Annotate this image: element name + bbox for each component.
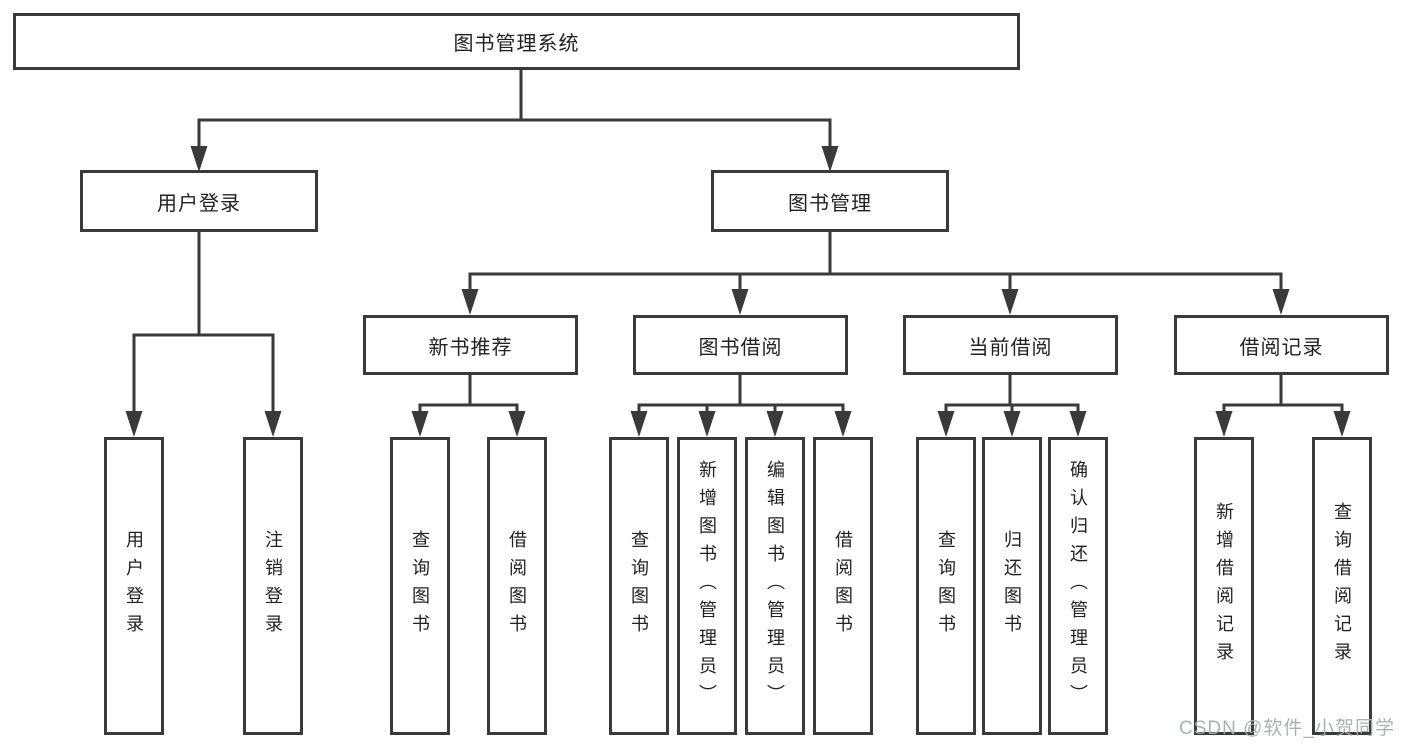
node-label: 图书借阅 [698,336,783,359]
node-label: 新书推荐 [428,336,513,359]
leaf-borrow-query-books: 查询图书 [609,437,669,735]
node-current-borrowing: 当前借阅 [903,315,1118,375]
node-label: 图书管理系统 [453,33,580,55]
leaf-label: 注销登录 [263,530,283,642]
leaf-borrow-edit-books-admin: 编辑图书（管理员） [745,437,805,735]
leaf-user-login: 用户登录 [104,437,164,735]
leaf-label: 确认归还（管理员） [1068,460,1088,712]
leaf-label: 新增图书（管理员） [697,460,717,712]
leaf-label: 查询图书 [410,530,430,642]
leaf-label: 新增借阅记录 [1214,502,1234,670]
node-book-borrowing: 图书借阅 [633,315,848,375]
watermark: CSDN @软件_小贺同学 [1179,718,1395,739]
node-label: 当前借阅 [968,336,1053,359]
node-label: 用户登录 [157,192,241,215]
leaf-recommend-borrow-books: 借阅图书 [487,437,547,735]
leaf-records-query-borrow-record: 查询借阅记录 [1312,437,1372,735]
leaf-borrow-add-books-admin: 新增图书（管理员） [677,437,737,735]
node-book-management: 图书管理 [711,170,949,232]
leaf-current-confirm-return-admin: 确认归还（管理员） [1048,437,1108,735]
leaf-label: 归还图书 [1002,530,1022,642]
leaf-borrow-borrow-books: 借阅图书 [813,437,873,735]
leaf-recommend-query-books: 查询图书 [390,437,450,735]
leaf-label: 编辑图书（管理员） [765,460,785,712]
leaf-label: 用户登录 [124,530,144,642]
leaf-logout: 注销登录 [243,437,303,735]
node-borrowing-records: 借阅记录 [1174,315,1389,375]
node-label: 借阅记录 [1239,336,1324,359]
leaf-label: 查询借阅记录 [1332,502,1352,670]
node-library-management-system: 图书管理系统 [13,13,1020,70]
leaf-current-query-books: 查询图书 [916,437,976,735]
leaf-label: 查询图书 [629,530,649,642]
leaf-records-add-borrow-record: 新增借阅记录 [1194,437,1254,735]
leaf-label: 查询图书 [936,530,956,642]
node-user-login: 用户登录 [80,170,318,232]
leaf-current-return-books: 归还图书 [982,437,1042,735]
leaf-label: 借阅图书 [833,530,853,642]
arrowheads [125,146,1351,437]
node-new-book-recommendation: 新书推荐 [363,315,578,375]
leaf-label: 借阅图书 [507,530,527,642]
node-label: 图书管理 [788,192,872,215]
